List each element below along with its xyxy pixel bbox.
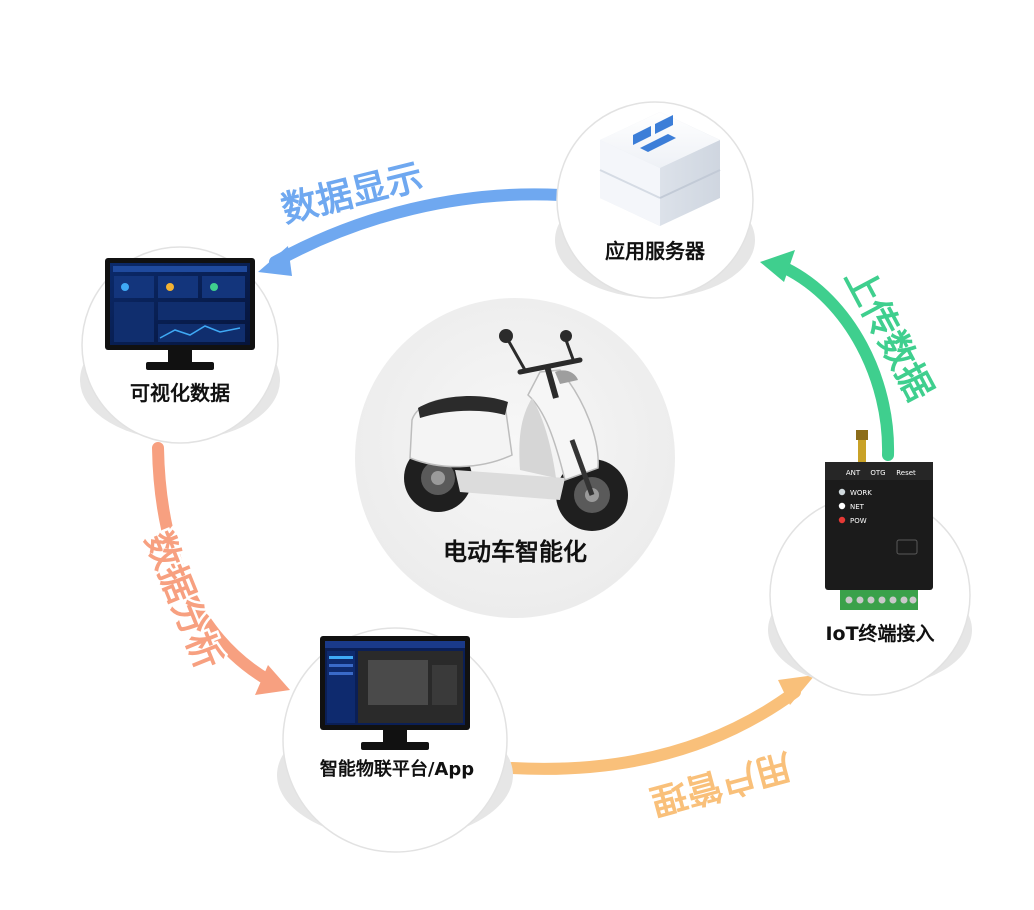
center-node: 电动车智能化 [355, 298, 675, 618]
arrow-data-display-label: 数据显示 [277, 157, 427, 232]
arrow-data-display-head [258, 246, 292, 276]
visual-label: 可视化数据 [130, 381, 230, 405]
led-net [839, 503, 845, 509]
visual-node: 可视化数据 [80, 247, 280, 443]
arrow-data-analysis-label: 数据分析 [137, 526, 229, 675]
led-work-label: WORK [850, 489, 872, 497]
led-pow-label: POW [850, 517, 867, 525]
device-label-reset: Reset [896, 469, 916, 477]
center-circle [355, 298, 675, 618]
iot-node: ANT OTG Reset WORK NET POW IoT终端接入 [768, 430, 972, 695]
arrow-user-management: 用户管理 [512, 675, 815, 822]
arrow-data-analysis: 数据分析 [137, 448, 290, 695]
led-pow [839, 517, 845, 523]
platform-node: 智能物联平台/App [277, 628, 513, 852]
platform-label: 智能物联平台/App [320, 758, 474, 780]
server-label: 应用服务器 [605, 239, 706, 263]
server-node: 应用服务器 [555, 102, 755, 298]
center-label: 电动车智能化 [443, 538, 587, 566]
arrow-upload-data: 上传数据 [760, 250, 940, 455]
led-work [839, 489, 845, 495]
arrow-data-display: 数据显示 [258, 157, 560, 276]
device-label-otg: OTG [870, 469, 885, 477]
iot-device-icon: ANT OTG Reset WORK NET POW [825, 430, 933, 610]
iot-label: IoT终端接入 [825, 622, 934, 645]
device-label-ant: ANT [846, 469, 861, 477]
led-net-label: NET [850, 503, 865, 511]
